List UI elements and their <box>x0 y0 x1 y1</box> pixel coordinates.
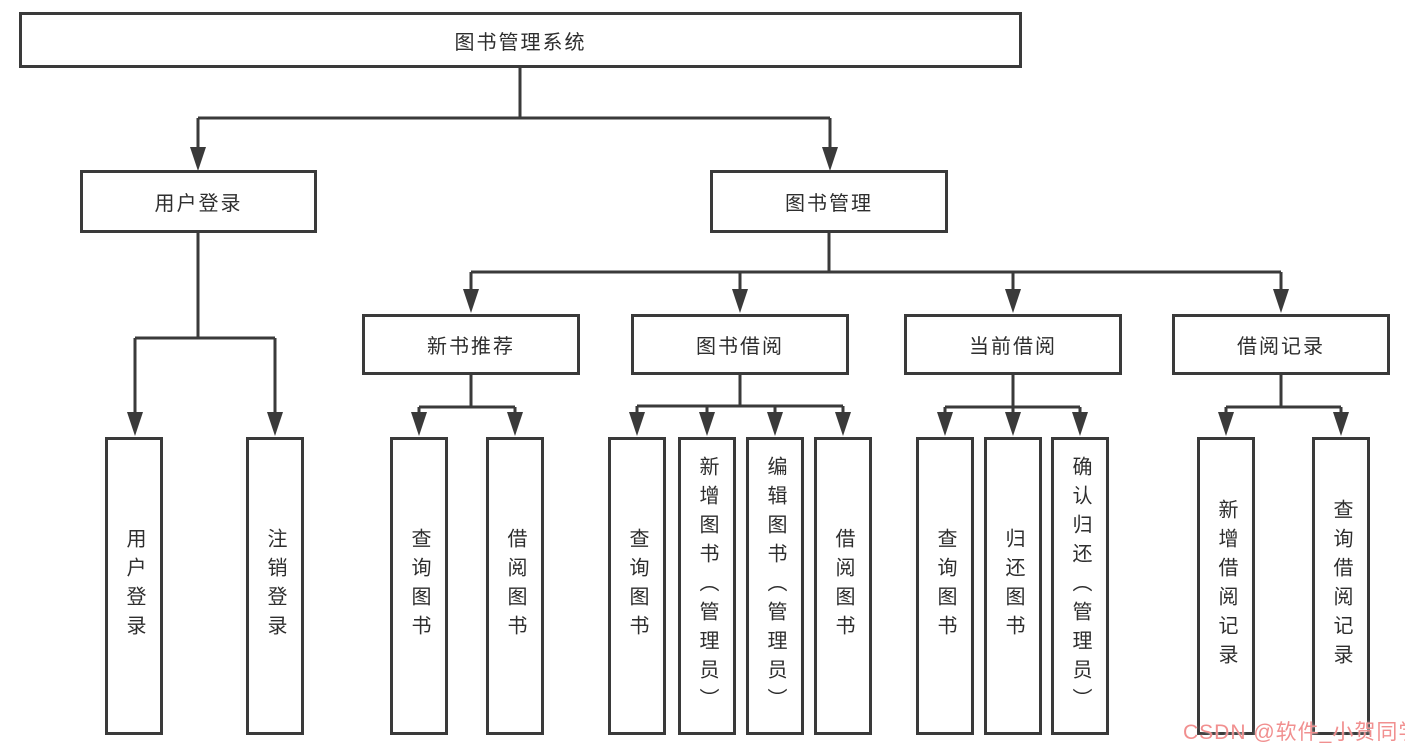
node-label: 当前借阅 <box>969 336 1057 358</box>
node-label: 新增借阅记录 <box>1215 499 1237 673</box>
node-user-login-branch: 用户登录 <box>80 170 317 233</box>
leaf-user-login: 用户登录 <box>105 437 163 735</box>
leaf-logout: 注销登录 <box>246 437 304 735</box>
node-new-book-recommend: 新书推荐 <box>362 314 580 375</box>
node-label: 用户登录 <box>154 193 243 215</box>
leaf-query-books-current: 查询图书 <box>916 437 974 735</box>
leaf-edit-book-admin: 编辑图书（管理员） <box>746 437 804 735</box>
leaf-query-books-borrow: 查询图书 <box>608 437 666 735</box>
node-current-borrow: 当前借阅 <box>904 314 1122 375</box>
leaf-query-books-recommend: 查询图书 <box>390 437 448 735</box>
node-borrow-records: 借阅记录 <box>1172 314 1390 375</box>
leaf-borrow-books-recommend: 借阅图书 <box>486 437 544 735</box>
node-label: 图书管理系统 <box>454 31 587 54</box>
leaf-add-borrow-record: 新增借阅记录 <box>1197 437 1255 735</box>
node-root-library-system: 图书管理系统 <box>19 12 1022 68</box>
node-label: 查询借阅记录 <box>1330 499 1352 673</box>
node-label: 图书管理 <box>785 193 873 215</box>
node-label: 查询图书 <box>934 528 956 644</box>
leaf-add-book-admin: 新增图书（管理员） <box>678 437 736 735</box>
node-label: 新书推荐 <box>427 336 515 358</box>
node-label: 编辑图书（管理员） <box>764 455 786 717</box>
node-label: 借阅图书 <box>504 528 526 644</box>
leaf-query-borrow-record: 查询借阅记录 <box>1312 437 1370 735</box>
node-label: 借阅记录 <box>1237 336 1325 358</box>
node-label: 新增图书（管理员） <box>696 455 718 717</box>
node-label: 查询图书 <box>626 528 648 644</box>
csdn-watermark: CSDN @软件_小贺同学 <box>1183 721 1405 744</box>
node-label: 图书借阅 <box>696 336 784 358</box>
node-label: 确认归还（管理员） <box>1069 455 1091 717</box>
node-label: 注销登录 <box>264 528 286 644</box>
node-label: 借阅图书 <box>832 528 854 644</box>
leaf-return-books: 归还图书 <box>984 437 1042 735</box>
node-label: 用户登录 <box>123 528 145 644</box>
node-book-borrow: 图书借阅 <box>631 314 849 375</box>
node-book-management-branch: 图书管理 <box>710 170 948 233</box>
leaf-confirm-return-admin: 确认归还（管理员） <box>1051 437 1109 735</box>
leaf-borrow-books: 借阅图书 <box>814 437 872 735</box>
node-label: 查询图书 <box>408 528 430 644</box>
node-label: 归还图书 <box>1002 528 1024 644</box>
